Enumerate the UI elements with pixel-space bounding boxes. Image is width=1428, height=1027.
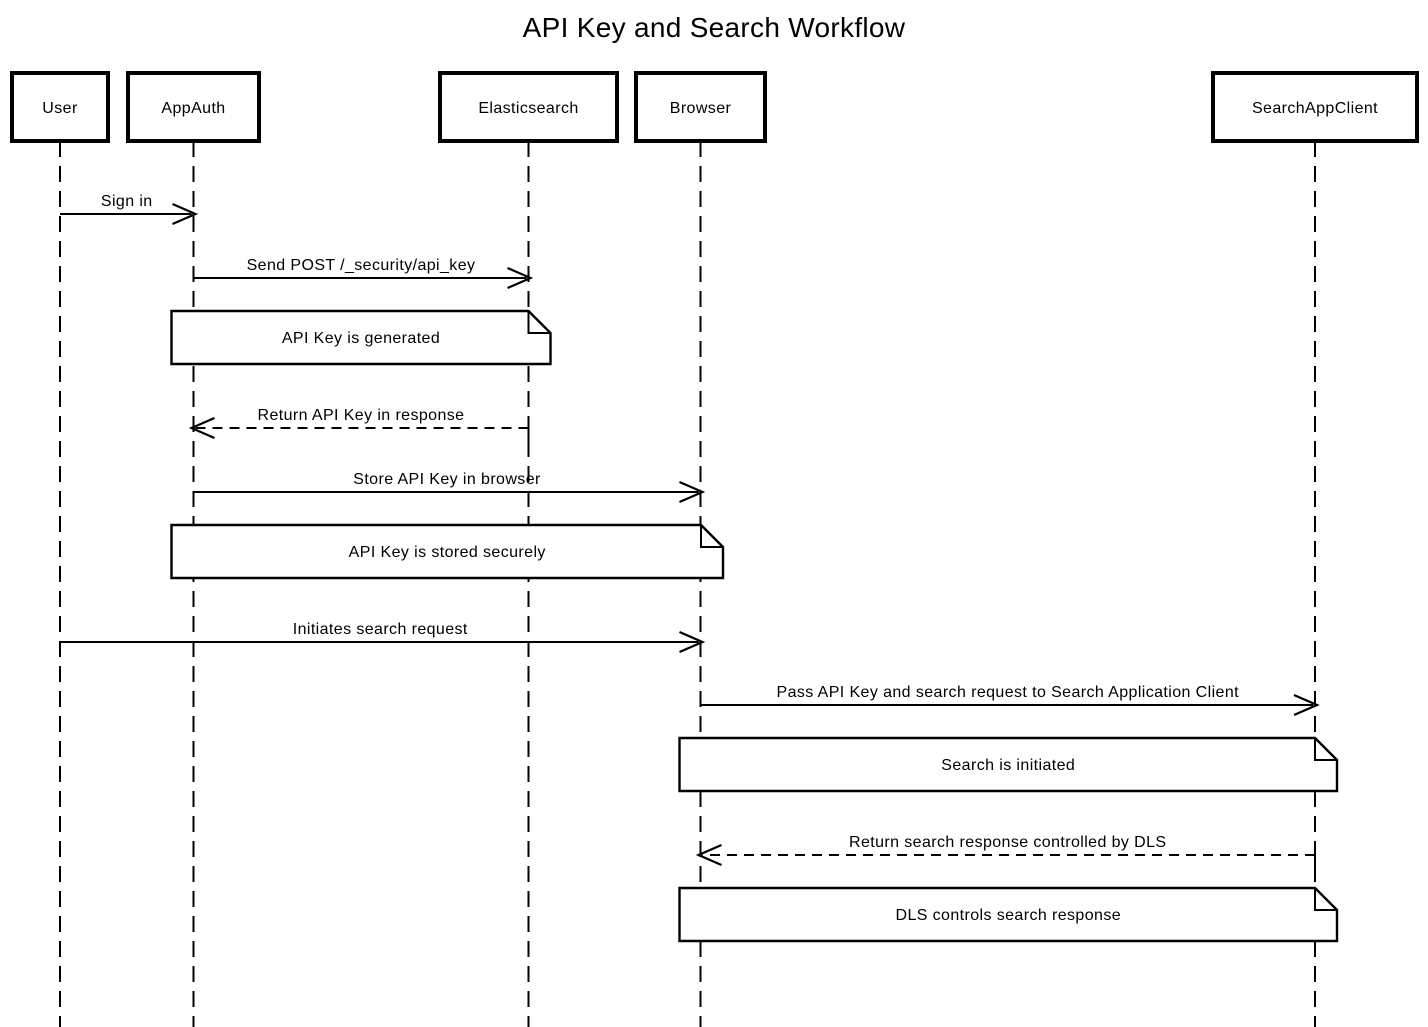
participant-label-searchappclient: SearchAppClient — [1252, 100, 1378, 117]
participant-label-appauth: AppAuth — [161, 100, 225, 117]
note-2-fold-corner — [1314, 738, 1337, 761]
participants-layer: User AppAuth Elasticsearch Browser SearchApp… — [10, 71, 1419, 143]
message-0-label: Sign in — [101, 193, 153, 210]
message-0-arrowhead — [172, 202, 199, 226]
note-3-label: DLS controls search response — [895, 907, 1121, 924]
note-1-box — [170, 523, 725, 580]
note-0-fold-corner — [527, 311, 551, 334]
message-1-label: Send POST /_security/api_key — [247, 257, 476, 274]
participant-box-elasticsearch — [438, 71, 619, 143]
participant-label-elasticsearch: Elasticsearch — [478, 100, 578, 117]
message-2-label: Return API Key in response — [258, 407, 465, 424]
message-4-label: Initiates search request — [293, 621, 468, 638]
message-6-label: Return search response controlled by DLS — [849, 834, 1167, 851]
lifelines-layer — [59, 141, 1316, 1027]
note-1-fold-corner — [700, 525, 723, 548]
diagram-title: API Key and Search Workflow — [523, 12, 906, 43]
participant-box-appauth — [126, 71, 261, 143]
message-6-arrowhead — [695, 843, 722, 867]
message-3-label: Store API Key in browser — [353, 471, 541, 488]
note-0-label: API Key is generated — [282, 330, 440, 347]
messages-layer: Sign in Send POST /_security/api_keyRetur… — [60, 193, 1320, 869]
participant-label-browser: Browser — [670, 100, 732, 117]
participant-box-user — [10, 71, 110, 143]
note-3-fold-corner — [1314, 888, 1337, 911]
note-1-label: API Key is stored securely — [349, 544, 546, 561]
note-0-box — [170, 309, 552, 366]
message-5-arrowhead — [1293, 693, 1320, 717]
message-3-arrowhead — [679, 480, 706, 504]
note-3-box — [678, 886, 1339, 943]
message-4-arrowhead — [679, 630, 706, 654]
message-2-arrowhead — [188, 416, 215, 440]
participant-box-searchappclient — [1211, 71, 1419, 143]
note-2-label: Search is initiated — [941, 757, 1075, 774]
participant-label-user: User — [42, 100, 78, 117]
message-1-arrowhead — [507, 266, 534, 290]
message-5-label: Pass API Key and search request to Searc… — [777, 684, 1240, 701]
note-2-box — [678, 736, 1339, 793]
participant-box-browser — [634, 71, 767, 143]
